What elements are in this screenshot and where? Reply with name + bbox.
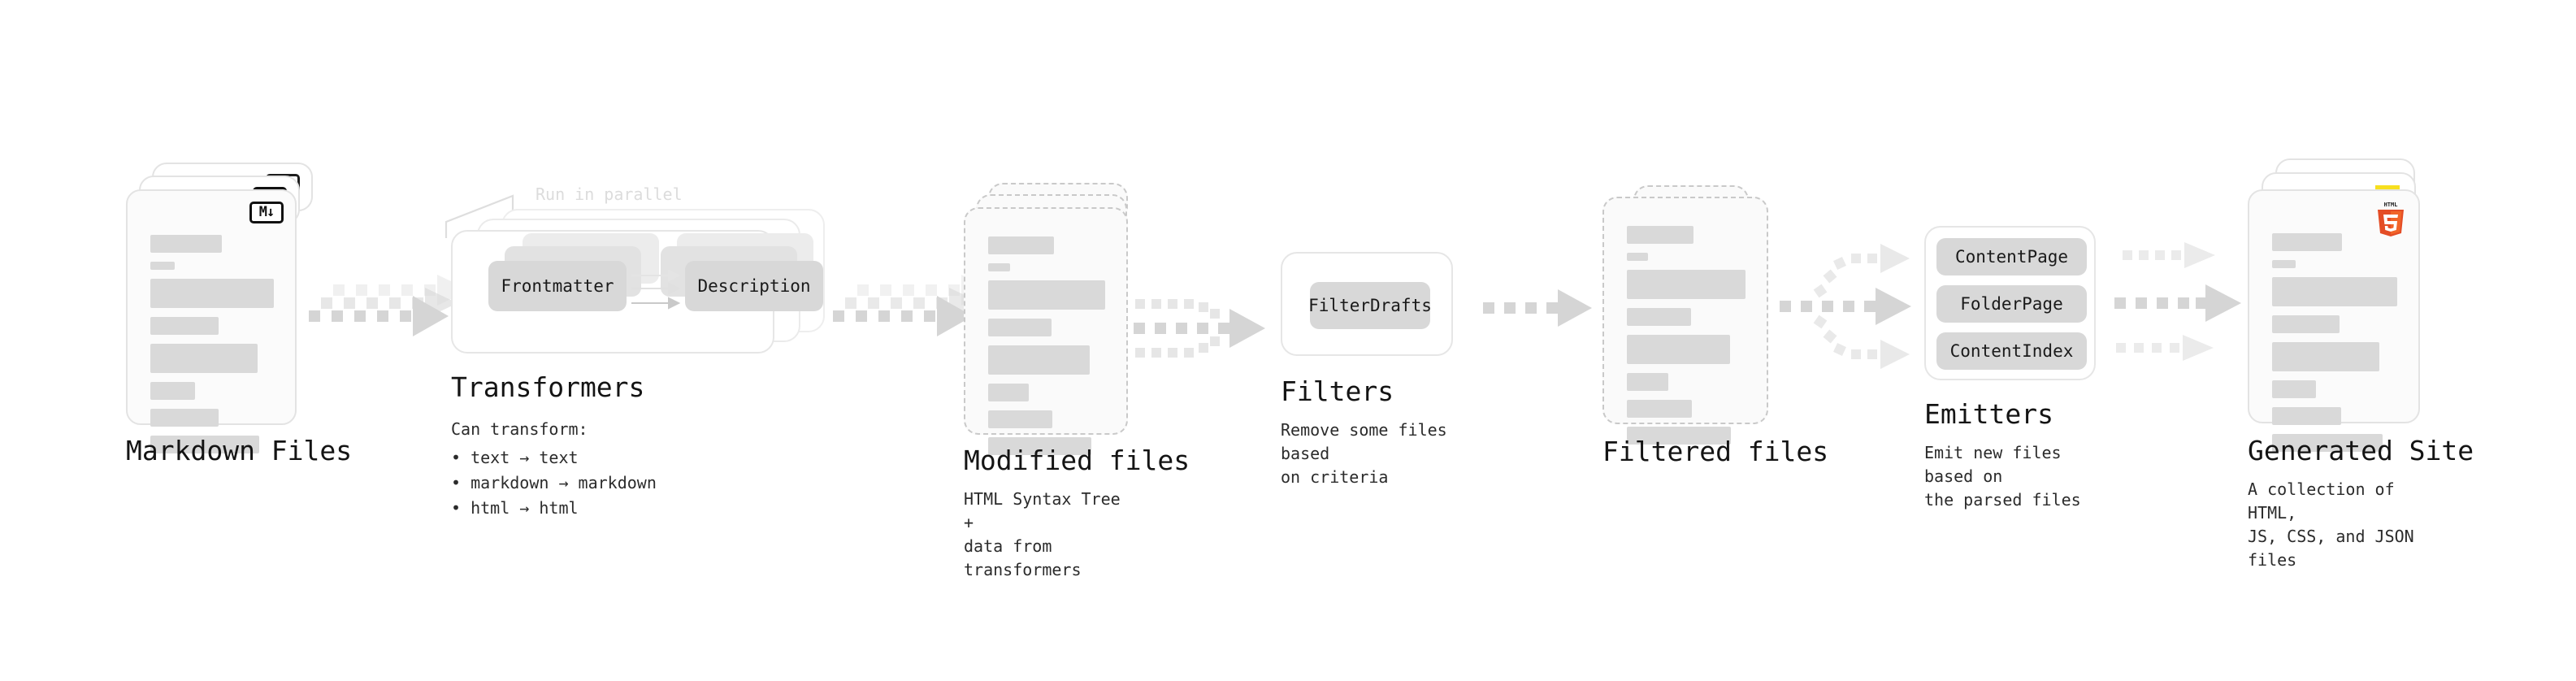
chip-contentpage-label: ContentPage [1954,247,2069,267]
chip-description[interactable]: Description [685,261,823,311]
connector-modified-to-filters [1134,299,1265,358]
stage-title-modified-files: Modified files [964,445,1190,476]
chip-folderpage[interactable]: FolderPage [1936,285,2087,323]
filtered-card-content [1627,226,1746,453]
content-bar [2272,233,2343,251]
content-bar [2272,380,2316,398]
content-bar [2272,434,2383,452]
content-bar [988,345,1091,375]
list-item: text → text [451,445,657,471]
content-bar [2272,342,2380,371]
content-bar [988,263,1011,271]
transformers-description: Can transform: text → text markdown → ma… [451,417,657,521]
chip-contentindex[interactable]: ContentIndex [1936,332,2087,370]
content-bar [2272,260,2296,268]
stage-title-markdown-files: Markdown Files [126,435,353,466]
stage-markdown-files: M↓ M↓ M↓ Markdown Files [126,163,352,466]
stage-filters: FilterDrafts Filters Remove some files b… [1281,252,1453,487]
stage-generated-site: CSS HTML [2248,158,2474,570]
content-bar [988,236,1054,254]
connector-transformers-to-modified [833,275,994,336]
parallel-bracket-icon [445,194,514,238]
content-bar [150,279,274,308]
modified-card-stack [964,183,1138,455]
transformer-inner-arrows [631,269,681,310]
svg-text:HTML: HTML [2384,202,2398,208]
chip-filterdrafts[interactable]: FilterDrafts [1308,282,1432,329]
filtered-card-front [1602,197,1768,445]
connector-emitters-to-site [2114,242,2241,361]
stage-transformers: Run in parallel F [445,184,825,518]
transformers-description-lead: Can transform: [451,419,588,439]
emitters-box: ContentPage FolderPage ContentIndex [1924,226,2096,380]
content-bar [1627,270,1746,299]
stage-title-emitters: Emitters [1924,398,2053,430]
filtered-card-stack [1602,185,1777,445]
stage-title-generated-site: Generated Site [2248,435,2474,466]
html5-icon: HTML [2378,202,2404,236]
content-bar [2272,277,2397,306]
list-item: html → html [451,496,657,521]
stage-modified-files: Modified files HTML Syntax Tree + data f… [964,183,1190,579]
run-in-parallel-label: Run in parallel [536,184,683,204]
stage-title-filters: Filters [1281,375,1394,407]
modified-card-content [988,236,1105,464]
content-bar [150,344,258,373]
chip-folderpage-label: FolderPage [1960,294,2063,314]
content-bar [150,409,219,427]
content-bar [988,437,1091,455]
content-bar [2272,315,2340,333]
content-bar [1627,335,1731,364]
content-bar [1627,400,1693,418]
modified-files-description: HTML Syntax Tree + data from transformer… [964,489,1121,579]
filters-description: Remove some files based on criteria [1281,420,1447,487]
markdown-card-content [150,235,274,462]
chip-contentindex-label: ContentIndex [1949,341,2074,361]
site-card-front-html: HTML [2248,189,2420,452]
content-bar [150,382,195,400]
chip-frontmatter-label: Frontmatter [501,276,614,296]
connector-markdown-to-transformers [309,275,470,336]
transformers-box-stack: Run in parallel F [445,184,825,362]
markdown-card-front: M↓ [126,189,297,453]
content-bar [150,235,223,253]
content-bar [988,384,1030,401]
content-bar [1627,226,1693,244]
list-item: markdown → markdown [451,471,657,496]
content-bar [150,317,219,335]
modified-card-front [964,207,1128,455]
content-bar [988,319,1052,336]
content-bar [150,436,259,453]
connector-filters-to-filtered [1483,289,1592,327]
stage-title-filtered-files: Filtered files [1602,436,1829,467]
content-bar [150,262,176,270]
content-bar [988,410,1053,428]
content-bar [1627,373,1669,391]
chip-description-label: Description [697,276,811,296]
chip-filterdrafts-label: FilterDrafts [1308,296,1432,315]
content-bar [2272,407,2341,425]
content-bar [1627,427,1732,445]
generated-site-description: A collection of HTML, JS, CSS, and JSON … [2248,479,2414,570]
chip-frontmatter[interactable]: Frontmatter [488,261,627,311]
stage-title-transformers: Transformers [451,371,645,403]
site-card-stack: CSS HTML [2248,158,2435,452]
content-bar [988,280,1105,310]
content-bar [1627,253,1649,261]
transformers-capability-list: text → text markdown → markdown html → h… [451,445,657,521]
emitters-description: Emit new files based on the parsed files [1924,443,2081,510]
filters-box: FilterDrafts [1281,252,1453,356]
markdown-icon-label: M↓ [258,204,275,220]
site-card-content [2272,233,2397,461]
markdown-icon: M↓ [249,202,284,223]
connector-filtered-to-emitters [1780,244,1911,369]
chip-contentpage[interactable]: ContentPage [1936,238,2087,275]
stage-emitters: ContentPage FolderPage ContentIndex Emit… [1924,226,2096,510]
content-bar [1627,308,1691,326]
stage-filtered-files: Filtered files [1602,185,1828,467]
markdown-card-stack: M↓ M↓ M↓ [126,163,313,453]
